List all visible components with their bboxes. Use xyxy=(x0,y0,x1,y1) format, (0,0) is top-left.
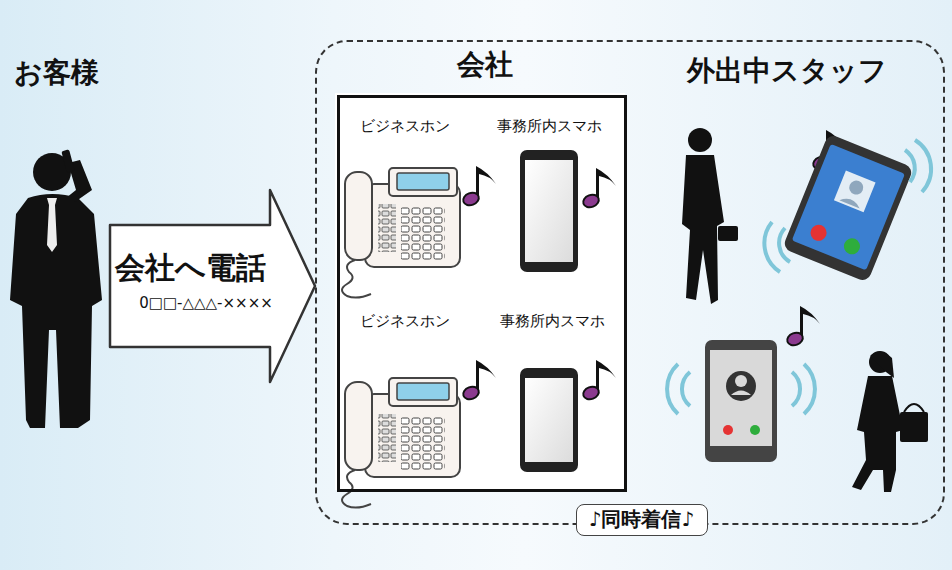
device-label: 事務所内スマホ xyxy=(500,312,605,330)
dashed-region: 外出中スタッフ会社♪同時着信♪ xyxy=(315,40,945,525)
company-heading: 会社 xyxy=(340,48,630,82)
phone-number: 0□□-△△△-×××× xyxy=(112,294,300,312)
arrow-outline xyxy=(110,190,315,382)
device-label: ビジネスホン xyxy=(360,117,450,135)
device-label: 事務所内スマホ xyxy=(497,117,602,135)
call-arrow: 会社へ電話 0□□-△△△-×××× xyxy=(110,190,315,382)
company-box: 会社 xyxy=(337,95,627,492)
customer-heading: お客様 xyxy=(14,56,99,90)
badge-text: ♪同時着信♪ xyxy=(577,507,706,531)
arrow-shape xyxy=(110,190,315,382)
simultaneous-badge: ♪同時着信♪ xyxy=(576,504,708,536)
device-label: ビジネスホン xyxy=(360,312,450,330)
arrow-title: 会社へ電話 xyxy=(110,250,270,286)
region-heading: 外出中スタッフ xyxy=(687,54,937,88)
